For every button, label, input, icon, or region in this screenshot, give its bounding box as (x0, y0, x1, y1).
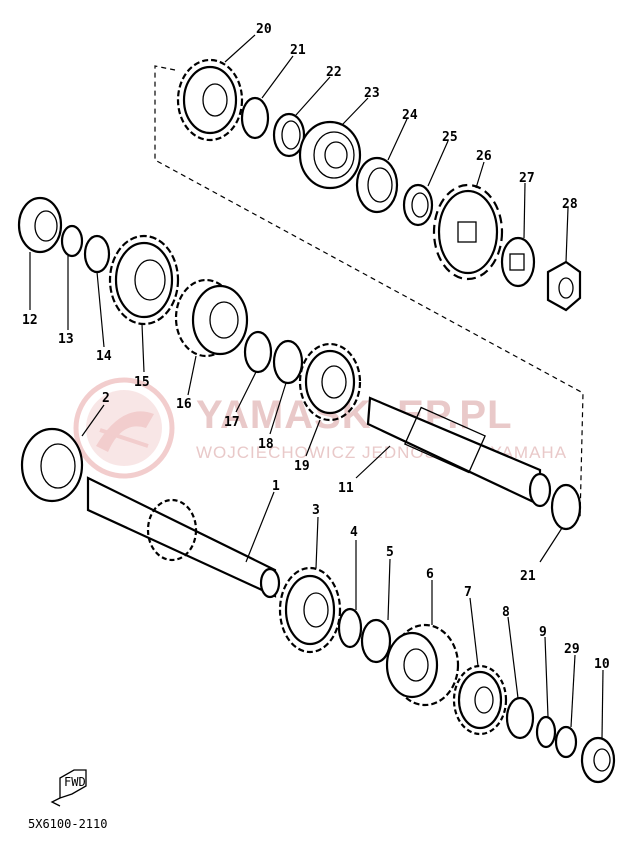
callout-15: 15 (134, 375, 150, 390)
callout-8: 8 (502, 605, 510, 620)
subassembly-boundary (154, 65, 584, 521)
part-26-drive-sprocket (432, 183, 504, 281)
part-9-circlip (535, 715, 557, 749)
part-1-main-axle (86, 476, 281, 599)
callout-2: 2 (102, 391, 110, 406)
callout-29: 29 (564, 642, 580, 657)
callout-25: 25 (442, 130, 458, 145)
callout-21-lower: 21 (520, 569, 536, 584)
callout-26: 26 (476, 149, 492, 164)
part-21-circlip-lower (550, 483, 582, 531)
callout-11: 11 (338, 481, 354, 496)
part-27-lock-washer (500, 236, 536, 288)
callout-3: 3 (312, 503, 320, 518)
callout-22: 22 (326, 65, 342, 80)
callout-14: 14 (96, 349, 112, 364)
callout-18: 18 (258, 437, 274, 452)
callout-6: 6 (426, 567, 434, 582)
fwd-label: FWD (64, 775, 86, 789)
part-17-circlip (243, 330, 273, 374)
part-19-gear (298, 342, 362, 422)
part-2-bearing (20, 427, 84, 503)
callout-24: 24 (402, 108, 418, 123)
part-4-circlip (337, 607, 363, 649)
callout-21: 21 (290, 43, 306, 58)
callout-23: 23 (364, 86, 380, 101)
part-23-bearing (298, 120, 362, 190)
part-16-gear (174, 278, 249, 358)
leader-lines (29, 34, 604, 739)
callout-12: 12 (22, 313, 38, 328)
part-8-washer (505, 696, 535, 740)
callout-1: 1 (272, 479, 280, 494)
callout-20: 20 (256, 22, 272, 37)
callout-17: 17 (224, 415, 240, 430)
callout-28: 28 (562, 197, 578, 212)
part-14-washer (83, 234, 111, 274)
part-15-gear (108, 234, 180, 326)
part-22-washer (272, 112, 306, 158)
part-11-drive-axle (366, 396, 552, 508)
part-12-bearing (17, 196, 63, 254)
part-18-washer (272, 339, 304, 385)
part-5-washer (360, 618, 392, 664)
callout-19: 19 (294, 459, 310, 474)
part-6-gear (385, 623, 460, 707)
watermark-logo (73, 377, 175, 479)
part-13-circlip (60, 224, 84, 258)
part-20-gear (176, 58, 244, 142)
callout-10: 10 (594, 657, 610, 672)
fwd-direction-marker: FWD (50, 769, 87, 807)
callout-16: 16 (176, 397, 192, 412)
part-10-bearing (580, 736, 616, 784)
part-21-circlip (240, 96, 270, 140)
callout-5: 5 (386, 545, 394, 560)
part-7-gear (452, 664, 508, 736)
callout-9: 9 (539, 625, 547, 640)
callout-4: 4 (350, 525, 358, 540)
callout-27: 27 (519, 171, 535, 186)
callout-13: 13 (58, 332, 74, 347)
part-29-washer (554, 725, 578, 759)
part-25-collar (402, 183, 434, 227)
callout-numbers: 20 21 22 23 24 25 26 27 28 12 13 14 15 1… (22, 22, 610, 672)
part-28-nut (546, 260, 582, 312)
part-3-gear (278, 566, 342, 654)
watermark-brand: YAMASKLEP.PL (196, 393, 513, 437)
drawing-code: 5X6100-2110 (28, 817, 107, 831)
callout-7: 7 (464, 585, 472, 600)
part-24-oil-seal (355, 156, 399, 214)
